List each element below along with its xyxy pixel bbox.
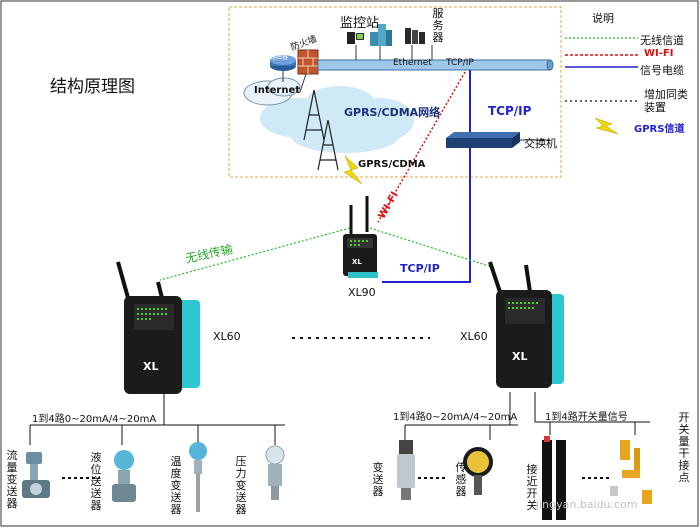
- tcpip-link-label: TCP/IP: [400, 262, 440, 275]
- firewall-link: [299, 73, 307, 93]
- internet-icon: [243, 77, 301, 106]
- firewall-icon: [297, 49, 319, 75]
- computer-icon: [347, 32, 364, 44]
- diagram-title: 结构原理图: [50, 77, 135, 97]
- temperature-transmitter-icon: [189, 442, 207, 512]
- xl60-right-label: XL60: [460, 330, 488, 343]
- sensor-label-dry-contact: 开关量干接点: [678, 411, 690, 484]
- sensor-label-transmitter: 变送器: [372, 461, 384, 498]
- legend-item-wifi: WI-FI: [644, 48, 674, 59]
- building-icon: [370, 24, 392, 46]
- cell-tower-icon: [303, 89, 339, 171]
- server-icon: [405, 28, 425, 44]
- xl60-left-device: [116, 261, 200, 394]
- internet-label: Internet: [254, 85, 301, 96]
- legend-item-wireless: 无线信道: [640, 34, 684, 47]
- router-icon: [270, 55, 296, 71]
- sensor-label-temperature: 温度变送器: [170, 455, 182, 516]
- proximity-switch-icon: [542, 436, 566, 520]
- xl60-right-logo: XL: [512, 350, 528, 363]
- legend-item-gprs: GPRS信道: [634, 124, 685, 135]
- ethernet-label: Ethernet: [393, 58, 432, 68]
- pressure-transmitter-icon: [265, 445, 285, 500]
- top-region-frame: [228, 6, 562, 178]
- legend-item-dots: 增加同类装置: [644, 88, 688, 114]
- tcpip-mid-label: TCP/IP: [488, 104, 532, 118]
- sensor-label-pressure: 压力变送器: [235, 455, 247, 516]
- monitor-station-label: 监控站: [340, 16, 380, 31]
- right-switch-signal-label: 1到4路开关量信号: [545, 412, 628, 423]
- level-transmitter-icon: [112, 450, 136, 502]
- sensor-label-proximity: 接近开关: [526, 463, 538, 512]
- sensor-label-sensor: 传感器: [455, 461, 467, 498]
- gprs-cdma-label: GPRS/CDMA: [358, 159, 426, 170]
- wireless-link-right: [369, 227, 496, 269]
- tcpip-top-label: TCP/IP: [446, 58, 474, 68]
- switch-label: 交换机: [524, 137, 557, 150]
- cloud-icon: [260, 86, 414, 153]
- gprs-bolt-icon: [343, 155, 363, 185]
- tcpip-cable: [382, 148, 471, 283]
- transmitter-icon: [397, 440, 415, 500]
- gprs-network-label: GPRS/CDMA网络: [344, 106, 441, 119]
- left-signal-label: 1到4路0~20mA/4~20mA: [32, 414, 157, 425]
- dry-contact-icon: [610, 440, 652, 504]
- xl60-right-device: [488, 261, 564, 388]
- xl60-left-label: XL60: [213, 330, 241, 343]
- wireless-link-left: [159, 227, 351, 281]
- xl90-logo: XL: [352, 258, 362, 266]
- router-label: 路由器: [270, 54, 289, 61]
- xl90-device: [343, 196, 378, 278]
- legend-title: 说明: [592, 12, 614, 25]
- server-label: 服务器: [432, 7, 444, 44]
- switch-icon: [446, 132, 520, 148]
- right-signal-label: 1到4路0~20mA/4~20mA: [393, 412, 518, 423]
- wifi-link: [377, 71, 466, 223]
- xl90-label: XL90: [348, 286, 376, 299]
- sensor-label-flow: 流量变送器: [6, 449, 18, 510]
- sensor-label-level: 液位送送器: [90, 451, 102, 512]
- xl60-left-logo: XL: [143, 360, 159, 373]
- legend-swatch-gprs: [594, 117, 619, 135]
- sensor-icon: [463, 447, 493, 495]
- legend-item-cable: 信号电缆: [640, 64, 684, 77]
- ethernet-bus: [317, 59, 554, 71]
- flow-transmitter-icon: [22, 452, 50, 498]
- watermark: jingyan.baidu.com: [536, 498, 638, 511]
